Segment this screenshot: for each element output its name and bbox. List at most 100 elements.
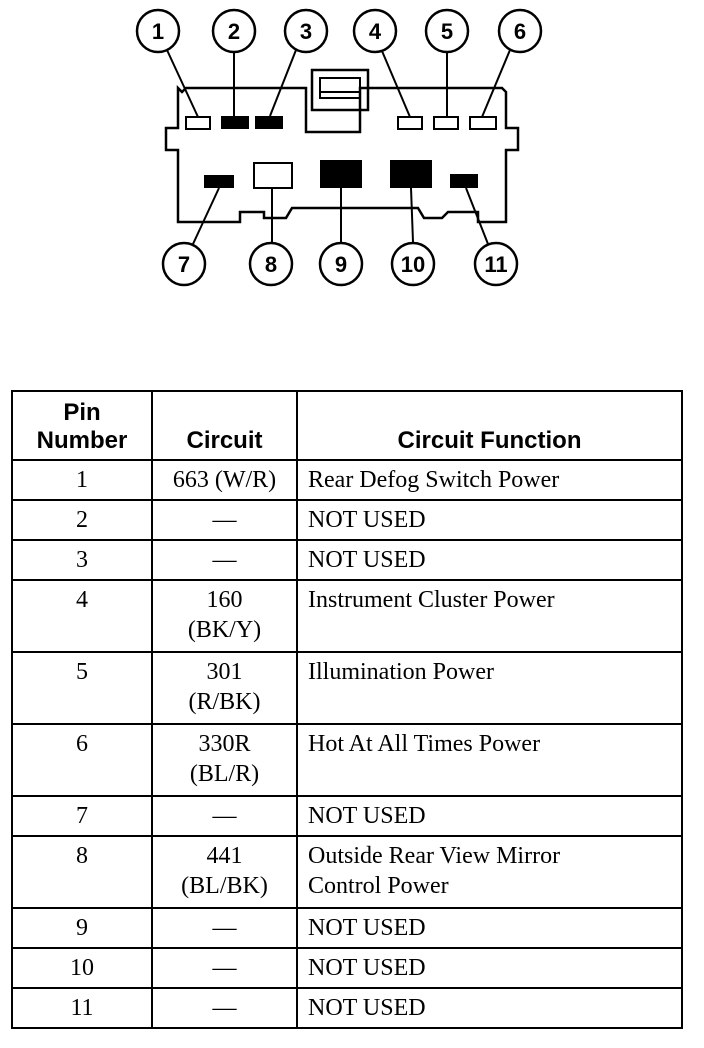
svg-text:2: 2	[228, 19, 240, 44]
table-row: 1 663 (W/R) Rear Defog Switch Power	[11, 459, 683, 501]
circuit-cell: —	[151, 795, 298, 837]
circuit-function-cell: NOT USED	[296, 539, 683, 581]
connector-diagram: 1 2 3 4 5 6 7 8 9 10 11	[135, 8, 543, 287]
pin-number-cell: 3	[11, 539, 153, 581]
terminal-9	[320, 160, 362, 188]
circuit-color: (BL/R)	[189, 761, 260, 787]
callout-2: 2	[211, 8, 257, 54]
terminal-10	[390, 160, 432, 188]
table-row: 3 — NOT USED	[11, 539, 683, 581]
header-circuit: Circuit	[151, 390, 298, 461]
circuit-function-cell: NOT USED	[296, 795, 683, 837]
pin-number-cell: 1	[11, 459, 153, 501]
circuit-function-cell: NOT USED	[296, 499, 683, 541]
function-text: NOT USED	[308, 995, 426, 1021]
circuit-function-cell: Hot At All Times Power	[296, 723, 683, 797]
svg-text:11: 11	[484, 252, 507, 277]
circuit-color: (R/BK)	[188, 689, 261, 715]
pin-number-cell: 11	[11, 987, 153, 1029]
circuit-color: (BL/BK)	[181, 873, 268, 899]
svg-text:7: 7	[178, 252, 190, 277]
function-text: NOT USED	[308, 915, 426, 941]
connector-latch-inner	[319, 77, 361, 99]
callout-9: 9	[318, 241, 364, 287]
function-text: Hot At All Times Power	[308, 731, 541, 757]
connector-housing	[164, 84, 520, 224]
circuit-function-cell: Rear Defog Switch Power	[296, 459, 683, 501]
svg-text:5: 5	[441, 19, 453, 44]
circuit-value: —	[212, 547, 237, 573]
header-pin-line1: Pin	[63, 399, 101, 426]
pin-number-cell: 4	[11, 579, 153, 653]
function-text: NOT USED	[308, 507, 426, 533]
circuit-cell: —	[151, 499, 298, 541]
pin-number-cell: 9	[11, 907, 153, 949]
circuit-value: —	[212, 507, 237, 533]
circuit-value: 330R	[198, 731, 251, 757]
pin-number-cell: 10	[11, 947, 153, 989]
function-text: Rear Defog Switch Power	[308, 467, 560, 493]
callout-7: 7	[161, 241, 207, 287]
callout-1: 1	[135, 8, 181, 54]
circuit-cell: 441(BL/BK)	[151, 835, 298, 909]
callout-3: 3	[283, 8, 329, 54]
circuit-cell: 160 (BK/Y)	[151, 579, 298, 653]
function-text: Illumination Power	[308, 659, 494, 685]
circuit-value: —	[212, 803, 237, 829]
svg-text:6: 6	[514, 19, 526, 44]
circuit-cell: 330R (BL/R)	[151, 723, 298, 797]
circuit-cell: —	[151, 987, 298, 1029]
function-text-line2: Control Power	[308, 873, 449, 899]
terminal-5	[433, 116, 459, 130]
terminal-3	[255, 116, 283, 129]
table-row: 11 — NOT USED	[11, 987, 683, 1029]
connector-latch	[310, 68, 370, 112]
circuit-value: 301	[206, 659, 243, 685]
pin-number-cell: 2	[11, 499, 153, 541]
svg-text:4: 4	[369, 19, 382, 44]
svg-text:1: 1	[152, 19, 164, 44]
svg-text:9: 9	[335, 252, 347, 277]
circuit-function-cell: Illumination Power	[296, 651, 683, 725]
circuit-value: —	[212, 915, 237, 941]
function-text: Outside Rear View Mirror	[308, 843, 561, 869]
pin-number-cell: 7	[11, 795, 153, 837]
function-text: NOT USED	[308, 547, 426, 573]
circuit-value: —	[212, 955, 237, 981]
terminal-8	[253, 162, 293, 189]
table-row: 6 330R (BL/R) Hot At All Times Power	[11, 723, 683, 797]
circuit-value: —	[212, 995, 237, 1021]
circuit-function-cell: Instrument Cluster Power	[296, 579, 683, 653]
pin-number-cell: 8	[11, 835, 153, 909]
circuit-value: 663 (W/R)	[172, 467, 277, 493]
header-pin-number: Pin Number	[11, 390, 153, 461]
header-pin-line2: Number	[36, 427, 128, 454]
callout-6: 6	[497, 8, 543, 54]
table-row: 7 — NOT USED	[11, 795, 683, 837]
callout-4: 4	[352, 8, 398, 54]
circuit-cell: —	[151, 539, 298, 581]
terminal-7	[204, 175, 234, 188]
circuit-color: (BK/Y)	[187, 617, 262, 643]
terminal-1	[185, 116, 211, 130]
circuit-function-cell: NOT USED	[296, 947, 683, 989]
circuit-value: 160	[206, 587, 243, 613]
pin-number-cell: 6	[11, 723, 153, 797]
table-row: 9 — NOT USED	[11, 907, 683, 949]
terminal-2	[221, 116, 249, 129]
svg-text:8: 8	[265, 252, 277, 277]
callout-11: 11	[473, 241, 519, 287]
circuit-cell: —	[151, 947, 298, 989]
callout-8: 8	[248, 241, 294, 287]
table-row: 10 — NOT USED	[11, 947, 683, 989]
terminal-4	[397, 116, 423, 130]
circuit-function-cell: NOT USED	[296, 907, 683, 949]
function-text: NOT USED	[308, 803, 426, 829]
svg-text:10: 10	[401, 252, 425, 277]
svg-text:3: 3	[300, 19, 312, 44]
function-text: Instrument Cluster Power	[308, 587, 555, 613]
